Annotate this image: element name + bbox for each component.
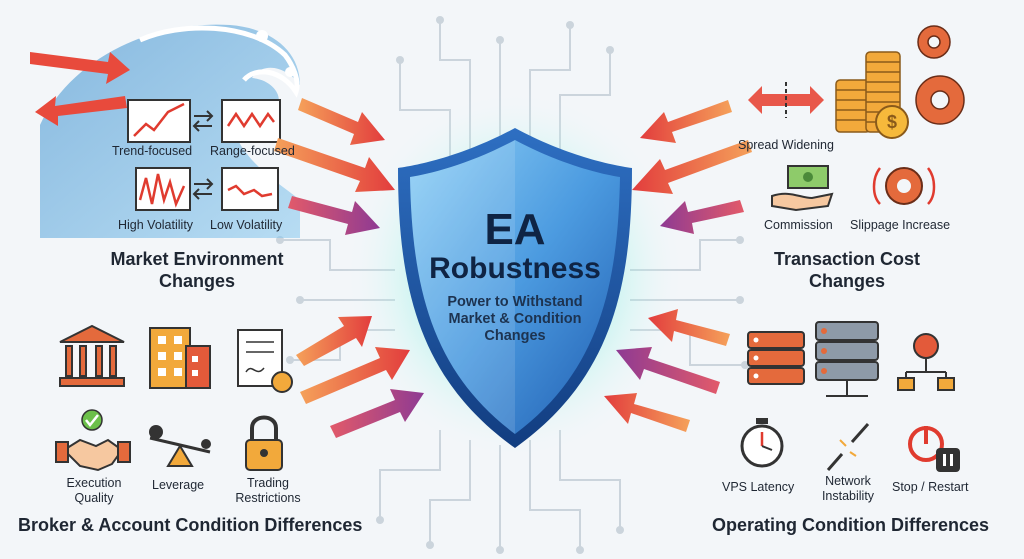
shield-tagline: Power to Withstand Market & Condition Ch… bbox=[395, 294, 635, 345]
arrow-to-shield bbox=[616, 347, 720, 394]
commission-label: Commission bbox=[764, 218, 833, 232]
label-line: Execution bbox=[66, 476, 122, 490]
seesaw-icon bbox=[149, 425, 211, 467]
shield-title: EA bbox=[484, 205, 546, 254]
cash-hand-icon bbox=[771, 165, 834, 212]
range-chart-icon bbox=[221, 99, 281, 143]
shield-icon bbox=[398, 128, 632, 448]
trading-restrictions-label: Trading Restrictions bbox=[228, 476, 308, 506]
shield-tagline-line: Changes bbox=[484, 328, 546, 344]
arrow-to-shield bbox=[274, 138, 395, 192]
arrow-to-shield bbox=[288, 196, 380, 235]
network-icon bbox=[897, 333, 955, 391]
certificate-icon bbox=[237, 329, 293, 393]
double-arrow-icon bbox=[192, 178, 214, 200]
outgoing-arrow bbox=[35, 96, 127, 126]
svg-text:$: $ bbox=[887, 112, 897, 132]
transaction-cost-heading: Transaction Cost Changes bbox=[752, 248, 942, 292]
arrow-to-shield bbox=[660, 200, 744, 234]
leverage-label: Leverage bbox=[152, 478, 205, 492]
arrow-to-shield bbox=[330, 389, 424, 438]
shield-tagline-line: Power to Withstand bbox=[447, 294, 583, 310]
arrow-to-shield bbox=[640, 100, 732, 143]
low-volatility-chart-icon bbox=[221, 167, 279, 211]
high-volatility-chart-icon bbox=[135, 167, 191, 211]
slippage-label: Slippage Increase bbox=[850, 218, 951, 232]
double-arrow-icon bbox=[192, 110, 214, 132]
arrow-to-shield bbox=[604, 393, 690, 432]
check-icon bbox=[81, 409, 103, 431]
heading-line: Market Environment bbox=[110, 249, 284, 269]
heading-line: Transaction Cost bbox=[773, 249, 921, 269]
arrow-to-shield bbox=[296, 316, 372, 366]
vps-latency-label: VPS Latency bbox=[722, 480, 795, 494]
incoming-arrow bbox=[30, 52, 130, 84]
broker-account-heading: Broker & Account Condition Differences bbox=[18, 515, 363, 535]
trend-label: Trend-focused bbox=[112, 144, 193, 158]
low-volatility-label: Low Volatility bbox=[210, 218, 283, 232]
building-icon bbox=[149, 327, 211, 389]
execution-quality-label: Execution Quality bbox=[56, 476, 132, 506]
market-environment-heading: Market Environment Changes bbox=[92, 248, 302, 292]
trend-chart-icon bbox=[127, 99, 191, 143]
stopwatch-icon bbox=[740, 418, 784, 468]
server-rack-icon bbox=[815, 321, 879, 397]
operating-condition-heading: Operating Condition Differences bbox=[712, 515, 990, 535]
stop-restart-label: Stop / Restart bbox=[892, 480, 969, 494]
slippage-gear-icon bbox=[872, 167, 936, 205]
label-line: Restrictions bbox=[235, 491, 301, 505]
shield-tagline-line: Market & Condition bbox=[448, 311, 582, 327]
high-volatility-label: High Volatility bbox=[118, 218, 194, 232]
broken-cable-icon bbox=[826, 423, 870, 471]
arrow-to-shield bbox=[300, 347, 410, 404]
spread-widening-label: Spread Widening bbox=[738, 138, 834, 152]
range-label: Range-focused bbox=[210, 144, 295, 158]
label-line: Trading bbox=[247, 476, 289, 490]
arrow-to-shield bbox=[632, 140, 752, 194]
shield-subtitle: Robustness bbox=[429, 252, 601, 285]
power-button-icon bbox=[908, 426, 960, 472]
label-line: Network bbox=[825, 474, 871, 488]
padlock-icon bbox=[245, 415, 283, 471]
server-icon bbox=[747, 331, 805, 385]
double-arrow-icon bbox=[748, 82, 824, 118]
bank-icon bbox=[59, 324, 125, 387]
label-line: Quality bbox=[74, 491, 114, 505]
label-line: Instability bbox=[821, 489, 875, 503]
arrow-to-shield bbox=[648, 309, 730, 346]
dollar-icon: $ bbox=[875, 105, 909, 139]
heading-line: Changes bbox=[158, 271, 236, 291]
arrow-to-shield bbox=[298, 98, 385, 145]
handshake-icon bbox=[55, 438, 131, 472]
gears-icon bbox=[915, 25, 965, 125]
network-instability-label: Network Instability bbox=[808, 474, 888, 504]
heading-line: Changes bbox=[808, 271, 886, 291]
